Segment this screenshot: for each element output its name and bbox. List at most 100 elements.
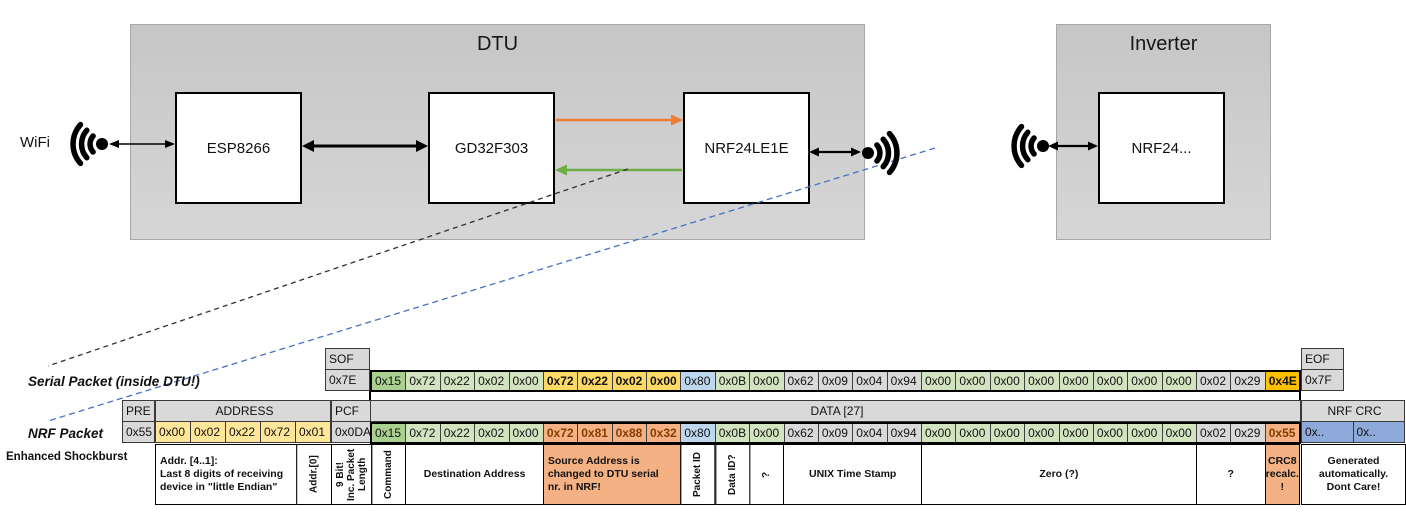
byte-cell: 0x04 [852,424,887,442]
byte-cell: 0x72 [542,424,578,442]
byte-cell: 0x00 [989,372,1025,390]
byte-cell: 0x00 [1092,372,1128,390]
byte-cell: 0x00 [1161,372,1196,390]
wifi-icon [70,121,108,167]
eof-header: EOF [1301,348,1344,370]
annotation-cell: Command [371,444,407,505]
annotation-cell: UNIX Time Stamp [783,444,922,505]
byte-cell: 0x00 [508,424,543,442]
annotation-cell: Zero (?) [920,444,1197,505]
annotation-cell: 9 Bit! Inc. Packet Length [331,444,372,505]
byte-cell: 0x00 [749,424,784,442]
byte-cell: 0x09 [817,372,853,390]
wifi-icon [1011,123,1049,169]
pcf-value: 0x0DA [331,421,371,443]
byte-cell: 0x00 [1024,424,1059,442]
byte-cell: 0x04 [852,372,887,390]
annotation-cell: ? [1195,444,1266,505]
wifi-label: WiFi [20,134,50,151]
byte-cell: 0x94 [886,372,921,390]
wifi-icon [862,130,900,176]
byte-cell: 0x22 [225,421,261,443]
pre-header: PRE [122,400,155,422]
chip-esp8266: ESP8266 [175,92,302,204]
annotation-cell: Addr. [4..1]: Last 8 digits of receiving… [155,444,297,505]
nrf-packet-label: NRF Packet [28,426,104,441]
byte-cell: 0x00 [1058,424,1093,442]
chip-nrf24le1e: NRF24LE1E [683,92,810,204]
inverter-box: Inverter [1056,24,1271,240]
annotation-cell: Source Address is changed to DTU serial … [542,444,682,505]
byte-cell: 0x62 [783,424,818,442]
serial-packet-label: Serial Packet (inside DTU!) [28,374,200,389]
eof-block: EOF 0x7F [1301,348,1344,391]
chip-inverter-nrf24: NRF24... [1098,92,1225,204]
byte-cell: 0x22 [439,372,475,390]
byte-cell: 0x22 [439,424,475,442]
data-header-block: DATA [27] [370,400,1301,422]
annotation-cell: Destination Address [405,444,544,505]
annotation-cell: Data ID? [714,444,751,505]
annotation-row: Addr. [4..1]: Last 8 digits of receiving… [0,444,1406,506]
byte-cell: 0x55 [1264,424,1300,442]
byte-cell: 0x72 [260,421,296,443]
byte-cell: 0x00 [646,372,681,390]
byte-cell: 0x62 [783,372,818,390]
sof-block: SOF 0x7E [325,348,370,391]
byte-cell: 0x02 [190,421,226,443]
byte-cell: 0x00 [1092,424,1128,442]
byte-cell: 0x00 [921,424,956,442]
pcf-block: PCF 0x0DA [331,400,371,443]
byte-cell: 0x81 [577,424,612,442]
byte-cell: 0x00 [508,372,543,390]
nrf-crc-header: NRF CRC [1301,400,1405,422]
pcf-header: PCF [331,400,371,422]
byte-cell: 0x02 [611,372,646,390]
byte-cell: 0x00 [749,372,784,390]
data-header: DATA [27] [370,400,1301,422]
byte-cell: 0x00 [155,421,191,443]
chip-gd32f303: GD32F303 [428,92,555,204]
connector-line [1299,391,1301,400]
byte-cell: 0x29 [1230,372,1265,390]
annotation-cell: CRC8 recalc. ! [1264,444,1300,505]
sof-header: SOF [325,348,370,370]
dtu-title: DTU [476,33,519,55]
byte-cell: 0x00 [1127,424,1162,442]
byte-cell: 0x4E [1264,372,1300,390]
byte-cell: 0x00 [955,424,990,442]
byte-cell: 0x0B [714,424,750,442]
byte-cell: 0x00 [1024,372,1059,390]
sof-value: 0x7E [325,369,370,391]
nrf-crc-block: NRF CRC [1301,400,1405,422]
byte-cell: 0x15 [372,372,406,390]
byte-cell: 0x00 [921,372,956,390]
byte-cell: 0x72 [405,424,440,442]
byte-cell: 0x02 [474,372,509,390]
byte-cell: 0x02 [1196,372,1231,390]
byte-cell: 0x0B [714,372,750,390]
byte-cell: 0x72 [405,372,440,390]
address-block: ADDRESS [155,400,331,422]
byte-cell: 0x.. [1352,421,1405,443]
byte-cell: 0x00 [1127,372,1162,390]
annotation-cell: Packet ID [680,444,716,505]
pre-value: 0x55 [122,421,155,443]
connector-line [369,391,371,400]
pre-block: PRE 0x55 [122,400,155,443]
byte-cell: 0x72 [542,372,578,390]
byte-cell: 0x94 [886,424,921,442]
byte-cell: 0x22 [577,372,612,390]
annotation-cell: Addr.[0] [295,444,332,505]
annotation-cell: Generated automatically. Dont Care! [1301,444,1406,505]
byte-cell: 0x15 [372,424,406,442]
byte-cell: 0x80 [680,424,715,442]
byte-cell: 0x09 [817,424,853,442]
byte-cell: 0x29 [1230,424,1265,442]
byte-cell: 0x02 [1196,424,1231,442]
nrf-crc-byte-row: 0x..0x.. [1301,421,1405,443]
inverter-title: Inverter [1129,33,1198,55]
